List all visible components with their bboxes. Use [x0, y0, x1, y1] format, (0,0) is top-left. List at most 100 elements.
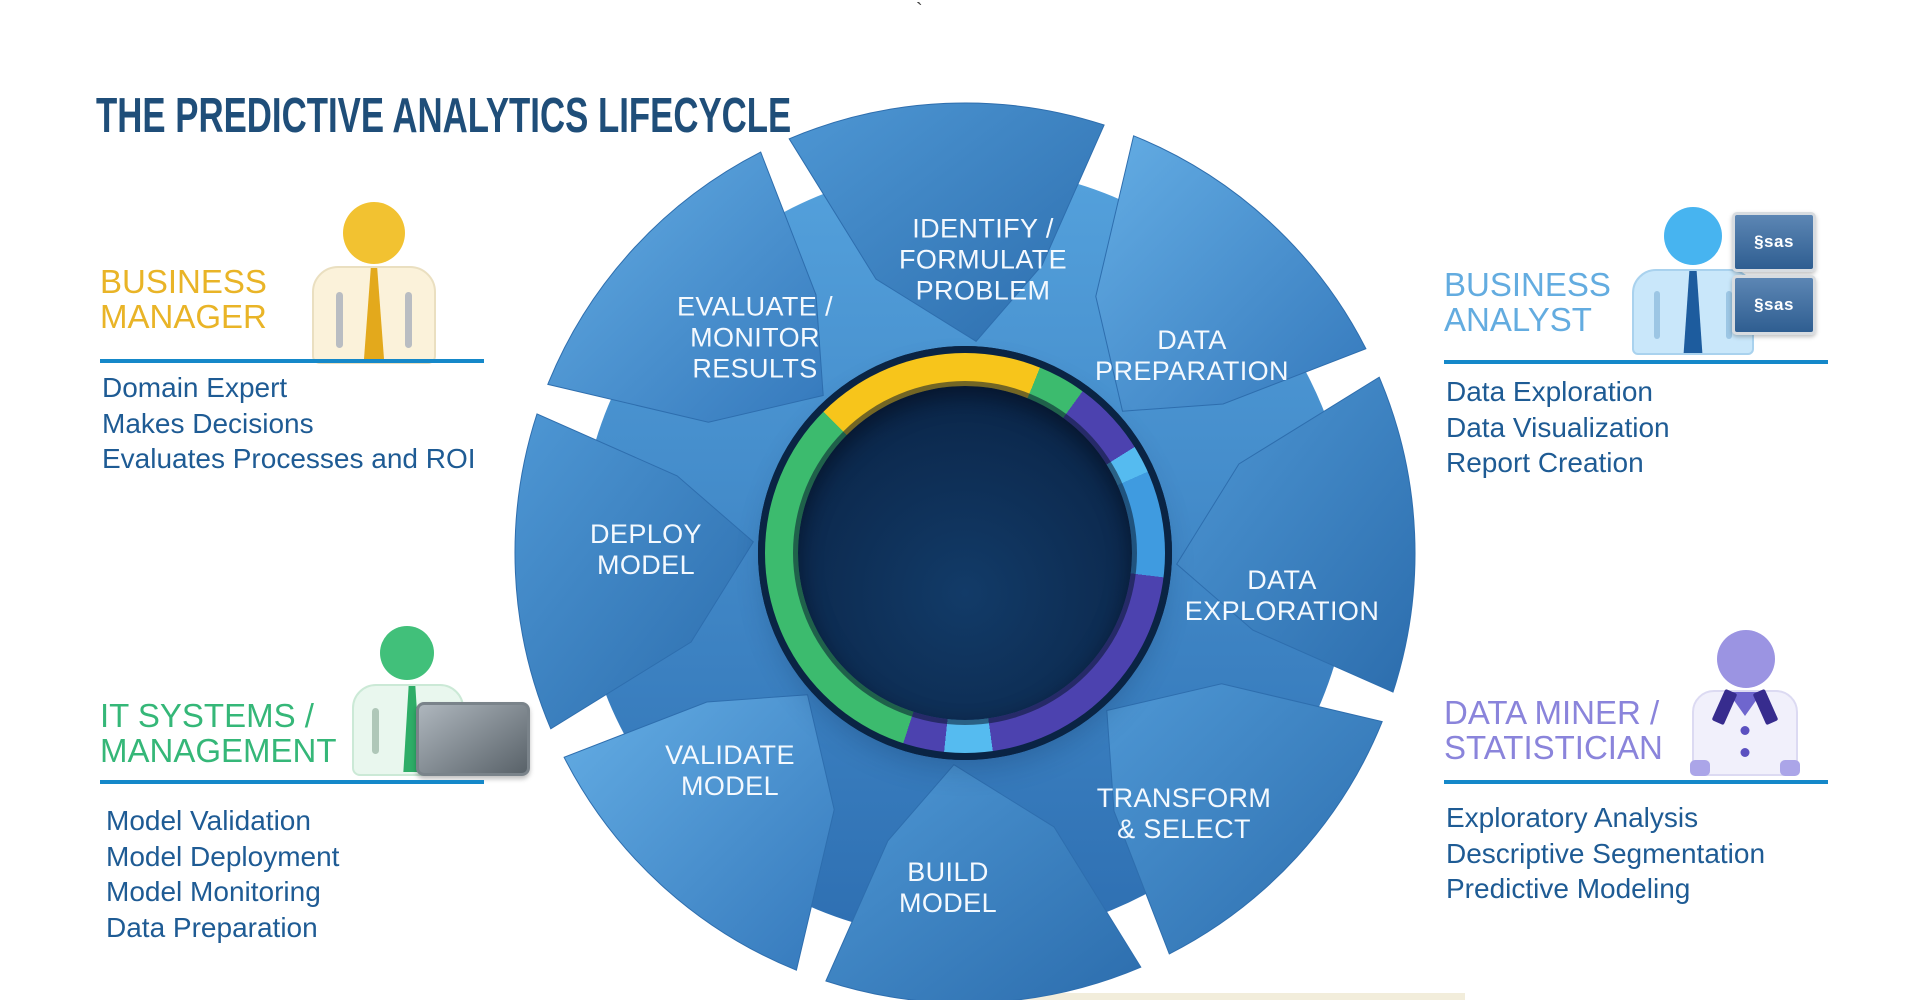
tie — [363, 268, 385, 362]
wheel-blade-data-exploration — [1176, 376, 1416, 693]
coat-button — [1740, 726, 1750, 735]
wheel-label-identify-formulate-problem: IDENTIFY / FORMULATE PROBLEM — [899, 214, 1067, 307]
role-data-miner-statistician: DATA MINER / STATISTICIAN Exploratory An… — [1444, 630, 1828, 930]
page-title: THE PREDICTIVE ANALYTICS LIFECYCLE — [96, 89, 792, 143]
label-line: & SELECT — [1117, 814, 1251, 844]
wheel-label-validate-model: VALIDATE MODEL — [665, 740, 795, 802]
sas-monitor-icon: §sas — [1732, 275, 1816, 335]
coat-button — [1740, 748, 1750, 757]
duty-item: Evaluates Processes and ROI — [102, 443, 476, 474]
coat-cuff — [1690, 760, 1710, 776]
business-analyst-person-icon: §sas §sas — [1632, 207, 1816, 355]
ring-center — [798, 386, 1132, 720]
it-systems-duties: Model Validation Model Deployment Model … — [106, 803, 339, 945]
duty-item: Descriptive Segmentation — [1446, 837, 1766, 869]
data-miner-duties: Exploratory Analysis Descriptive Segment… — [1446, 800, 1765, 907]
divider-line — [1444, 360, 1828, 364]
role-title-line: ANALYST — [1444, 301, 1592, 338]
duty-item: Data Visualization — [1446, 411, 1670, 443]
label-line: TRANSFORM — [1096, 783, 1272, 813]
role-title-line: IT SYSTEMS / — [100, 697, 314, 734]
label-line: MONITOR — [690, 322, 820, 353]
duty-item: Report Creation — [1446, 447, 1644, 478]
tie — [1683, 271, 1703, 353]
duty-item: Data Preparation — [106, 911, 318, 943]
duty-item: Model Monitoring — [106, 876, 321, 907]
business-manager-person-icon — [312, 200, 436, 365]
coat-collar — [1711, 688, 1738, 726]
label-line: PROBLEM — [915, 275, 1051, 306]
wheel-label-transform-select: TRANSFORM & SELECT — [1097, 783, 1272, 845]
person-head — [343, 202, 405, 264]
role-title-it-systems-management: IT SYSTEMS / MANAGEMENT — [100, 698, 337, 768]
duty-item: Predictive Modeling — [1446, 873, 1691, 904]
label-line: MODEL — [898, 888, 998, 918]
label-line: DATA — [1247, 565, 1317, 595]
wheel-label-data-preparation: DATA PREPARATION — [1095, 325, 1289, 387]
person-body — [1690, 688, 1800, 776]
label-line: DATA — [1157, 325, 1227, 355]
divider-line — [100, 359, 484, 363]
role-title-line: BUSINESS — [100, 263, 267, 300]
role-title-line: DATA MINER / — [1444, 694, 1660, 731]
wheel-blade-build-model — [825, 764, 1142, 1000]
wheel-blade-data-preparation — [1095, 135, 1367, 412]
sas-logo: §sas — [1754, 295, 1794, 314]
person-body — [312, 266, 436, 364]
sas-monitor-icon: §sas — [1732, 212, 1816, 272]
wheel-label-deploy-model: DEPLOY MODEL — [590, 519, 702, 581]
label-line: IDENTIFY / — [912, 213, 1054, 244]
lifecycle-ring — [765, 353, 1165, 753]
person-head — [380, 626, 434, 680]
label-line: MODEL — [596, 550, 696, 580]
role-title-line: MANAGEMENT — [100, 732, 337, 769]
shirt-crease — [336, 292, 343, 348]
shirt-crease — [1726, 291, 1732, 339]
duty-item: Makes Decisions — [102, 407, 314, 439]
it-systems-person-icon — [352, 626, 532, 778]
role-title-line: BUSINESS — [1444, 266, 1611, 303]
wheel-label-data-exploration: DATA EXPLORATION — [1185, 565, 1379, 627]
label-line: FORMULATE — [898, 244, 1068, 275]
stray-mark: ` — [916, 0, 923, 22]
wheel-blade-identify-formulate-problem — [788, 102, 1105, 342]
data-miner-person-icon — [1690, 630, 1802, 777]
duty-item: Model Deployment — [106, 840, 340, 872]
duty-item: Exploratory Analysis — [1446, 802, 1699, 833]
duty-item: Domain Expert — [102, 372, 288, 403]
role-title-line: MANAGER — [100, 298, 267, 335]
wheel-blade-deploy-model — [514, 413, 754, 730]
label-line: EXPLORATION — [1184, 596, 1380, 626]
wheel-label-evaluate-monitor-results: EVALUATE / MONITOR RESULTS — [677, 292, 833, 385]
laptop-icon — [416, 702, 530, 776]
role-title-business-manager: BUSINESS MANAGER — [100, 264, 267, 334]
sas-logo: §sas — [1754, 232, 1794, 251]
wheel-blade-transform-select — [1106, 683, 1383, 955]
shirt-crease — [372, 708, 379, 754]
role-business-manager: BUSINESS MANAGER Domain Expert Makes Dec… — [100, 200, 492, 480]
duty-item: Model Validation — [106, 805, 311, 836]
bottom-strip — [985, 993, 1465, 1000]
label-line: BUILD — [907, 857, 989, 887]
label-line: EVALUATE / — [676, 291, 834, 322]
divider-line — [1444, 780, 1828, 784]
role-business-analyst: §sas §sas BUSINESS ANALYST Data Explorat… — [1444, 207, 1828, 487]
person-head — [1664, 207, 1722, 265]
wheel-label-build-model: BUILD MODEL — [899, 857, 997, 919]
person-head — [1717, 630, 1775, 688]
wheel-blade-evaluate-monitor-results — [547, 151, 824, 423]
wheel-blade-validate-model — [563, 694, 835, 971]
coat-collar — [1752, 688, 1779, 726]
role-it-systems-management: IT SYSTEMS / MANAGEMENT Model Validation… — [100, 626, 530, 956]
divider-line — [100, 780, 484, 784]
role-title-data-miner-statistician: DATA MINER / STATISTICIAN — [1444, 695, 1663, 765]
shirt-crease — [405, 292, 412, 348]
role-title-business-analyst: BUSINESS ANALYST — [1444, 267, 1611, 337]
label-line: PREPARATION — [1095, 356, 1289, 386]
label-line: RESULTS — [692, 353, 818, 384]
label-line: VALIDATE — [665, 740, 795, 770]
shirt-crease — [1654, 291, 1660, 339]
label-line: MODEL — [680, 771, 780, 801]
label-line: DEPLOY — [590, 519, 702, 549]
coat-cuff — [1780, 760, 1800, 776]
